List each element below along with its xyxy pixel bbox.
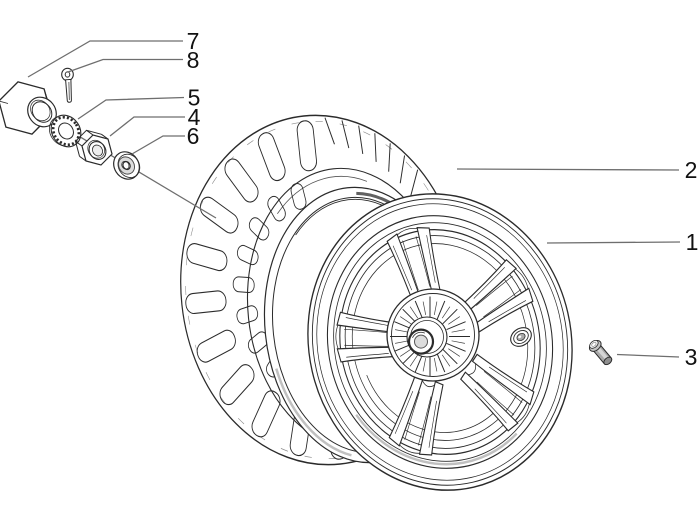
callout-4-label: 4: [188, 104, 201, 130]
callout-8-label: 8: [187, 47, 200, 73]
callout-2-label: 2: [685, 157, 698, 183]
leader-line-1: [546, 241, 681, 244]
callout-3-label: 3: [685, 344, 698, 370]
callout-5-label: 5: [188, 85, 201, 111]
rim-spoke: [460, 353, 535, 432]
leader-line-6: [131, 135, 185, 155]
leader-line-3: [616, 353, 680, 358]
hex-nut-drawing: [74, 129, 113, 166]
rim-spoke: [388, 372, 444, 456]
lock-washer-drawing: [48, 114, 82, 148]
callout-7-label: 7: [187, 28, 200, 54]
leader-line-4: [109, 116, 185, 137]
leader-line-8: [67, 58, 183, 73]
leader-line-7: [27, 40, 183, 78]
valve-stem-drawing: [588, 339, 613, 366]
flat-washer-drawing: [113, 151, 141, 180]
callout-1-label: 1: [686, 229, 699, 255]
rim-valve-hole: [510, 327, 532, 347]
leader-line-5: [77, 96, 185, 120]
rim-spoke: [459, 259, 534, 335]
wheel-hub-drawing: [386, 288, 480, 382]
rim-drawing: [307, 193, 573, 491]
callout-6-label: 6: [187, 123, 200, 149]
cotter-pin-drawing: [61, 67, 74, 103]
leader-line-2: [456, 168, 680, 171]
